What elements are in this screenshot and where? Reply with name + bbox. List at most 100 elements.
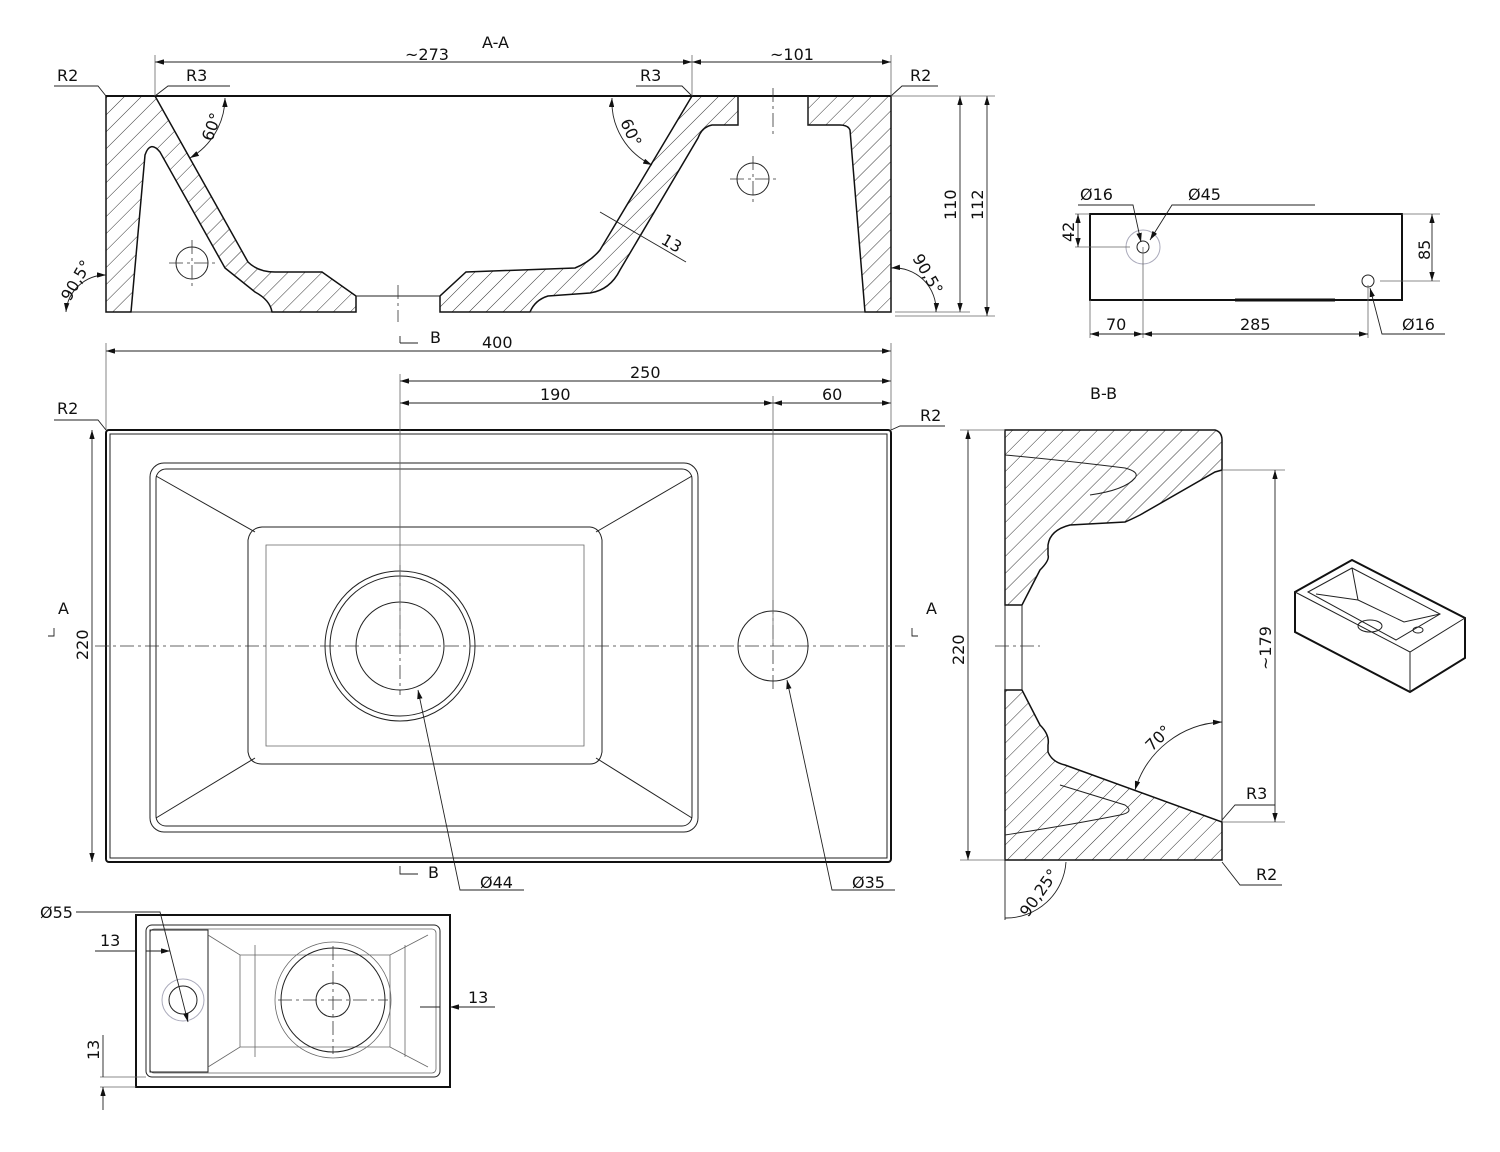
angle-90-5-left-label: 90,5°: [57, 257, 95, 304]
r2-left-label: R2: [57, 399, 78, 418]
dim-13-bottom-label: 13: [84, 1040, 103, 1060]
isometric-view: [1294, 558, 1466, 694]
iso-rim: [1306, 567, 1442, 641]
bottom-view: Ø55 13 13 13: [40, 903, 495, 1110]
dim-285-label: 285: [1240, 315, 1271, 334]
extension-lines: [891, 95, 995, 317]
basin-bottom-inner: [265, 544, 585, 747]
basin-bottom: [247, 526, 603, 765]
rim-edge: [109, 433, 888, 859]
iso-tap-hole: [1412, 626, 1424, 634]
dim-110-label: 110: [941, 189, 960, 220]
bottom-slope-edges: [207, 934, 429, 1068]
dim-42-label: 42: [1059, 222, 1078, 242]
iso-edges: [1294, 591, 1466, 692]
dim-13-left-label: 13: [100, 931, 120, 950]
angle-90-5-right-label: 90,5°: [909, 251, 947, 298]
leader: [417, 689, 524, 891]
angle-arc: [189, 97, 228, 159]
basin-inner-edge: [155, 468, 693, 827]
r2-left-label: R2: [57, 66, 78, 85]
section-bb-bottom-profile: [1004, 689, 1223, 861]
basin-outline: [149, 462, 699, 833]
dim-273-label: ~273: [405, 45, 449, 64]
centerline: [278, 946, 388, 1054]
leader: [1221, 861, 1282, 886]
dia-35-label: Ø35: [852, 873, 885, 892]
leader: [54, 419, 107, 431]
angle-70-label: 70°: [1141, 721, 1174, 754]
dia-44-label: Ø44: [480, 873, 513, 892]
dim-101-label: ~101: [770, 45, 814, 64]
overflow-channel: [1004, 454, 1137, 496]
section-a-marker: [911, 628, 918, 637]
section-b-bottom-label: B: [428, 863, 439, 882]
dim-13-right-label: 13: [468, 988, 488, 1007]
basin-slope-edges: [155, 475, 693, 819]
extension-lines: [100, 1076, 146, 1088]
dia-55-label: Ø55: [40, 903, 73, 922]
angle-60-right-label: 60°: [616, 116, 645, 150]
centerline: [169, 240, 215, 286]
dia-16-top-label: Ø16: [1080, 185, 1113, 204]
leader: [786, 679, 895, 891]
section-a-a: A-A ~273 ~101 R2 R3 R3 R2 110 112: [54, 33, 995, 322]
dim-190-label: 190: [540, 385, 571, 404]
centerline: [730, 156, 776, 202]
leader: [890, 85, 938, 97]
bottom-rim-inner: [149, 928, 437, 1074]
leader: [154, 85, 230, 97]
overflow-channel: [1004, 784, 1130, 836]
section-b-b: B-B 220 ~179 70° R3 R2 90,25°: [949, 384, 1285, 920]
angle-arc: [890, 264, 940, 313]
dim-60-label: 60: [822, 385, 842, 404]
r2-label: R2: [1256, 865, 1277, 884]
leader: [890, 425, 945, 431]
angle-arc: [608, 97, 653, 166]
dim-13-label: 13: [658, 230, 685, 257]
dim-220-label: 220: [949, 634, 968, 665]
angle-arc: [1004, 860, 1067, 920]
extension-lines: [154, 55, 892, 96]
extension-lines: [960, 429, 1285, 861]
r3-right-label: R3: [640, 66, 661, 85]
leader: [1078, 204, 1142, 243]
section-a-marker: [48, 628, 55, 637]
r2-right-label: R2: [920, 406, 941, 425]
dia-55-circle: [161, 978, 205, 1022]
section-edges: [1004, 430, 1223, 860]
section-bb-profile: [1004, 429, 1223, 606]
section-a-right-label: A: [926, 599, 937, 618]
angle-60-left-label: 60°: [198, 110, 226, 143]
section-b-top-label: B: [430, 328, 441, 347]
dim-70-label: 70: [1106, 315, 1126, 334]
section-aa-left-wall: [105, 95, 357, 313]
iso-basin: [1315, 567, 1441, 623]
dim-13-line: [599, 211, 687, 263]
leader: [1149, 204, 1315, 241]
section-aa-title: A-A: [482, 33, 509, 52]
dim-250-label: 250: [630, 363, 661, 382]
bottom-rim: [145, 924, 441, 1078]
section-a-left-label: A: [58, 599, 69, 618]
extension-lines: [105, 343, 892, 646]
iso-drain: [1357, 619, 1383, 633]
dim-220-label: 220: [73, 629, 92, 660]
leader: [1221, 804, 1275, 821]
leader: [636, 85, 693, 97]
leader: [1369, 287, 1445, 335]
overflow-hole: [168, 985, 198, 1015]
dim-179-label: ~179: [1256, 626, 1275, 670]
dim-112-label: 112: [968, 189, 987, 220]
side-outline: [1089, 213, 1403, 301]
leader: [54, 85, 107, 97]
dim-85-label: 85: [1415, 240, 1434, 260]
section-aa-right-block: [807, 95, 892, 313]
dim-400-label: 400: [482, 333, 513, 352]
drain-outer-ring: [274, 941, 392, 1059]
r3-left-label: R3: [186, 66, 207, 85]
overflow-chamber: [149, 929, 209, 1073]
iso-outline: [1294, 558, 1466, 694]
angle-arc: [1134, 719, 1223, 791]
